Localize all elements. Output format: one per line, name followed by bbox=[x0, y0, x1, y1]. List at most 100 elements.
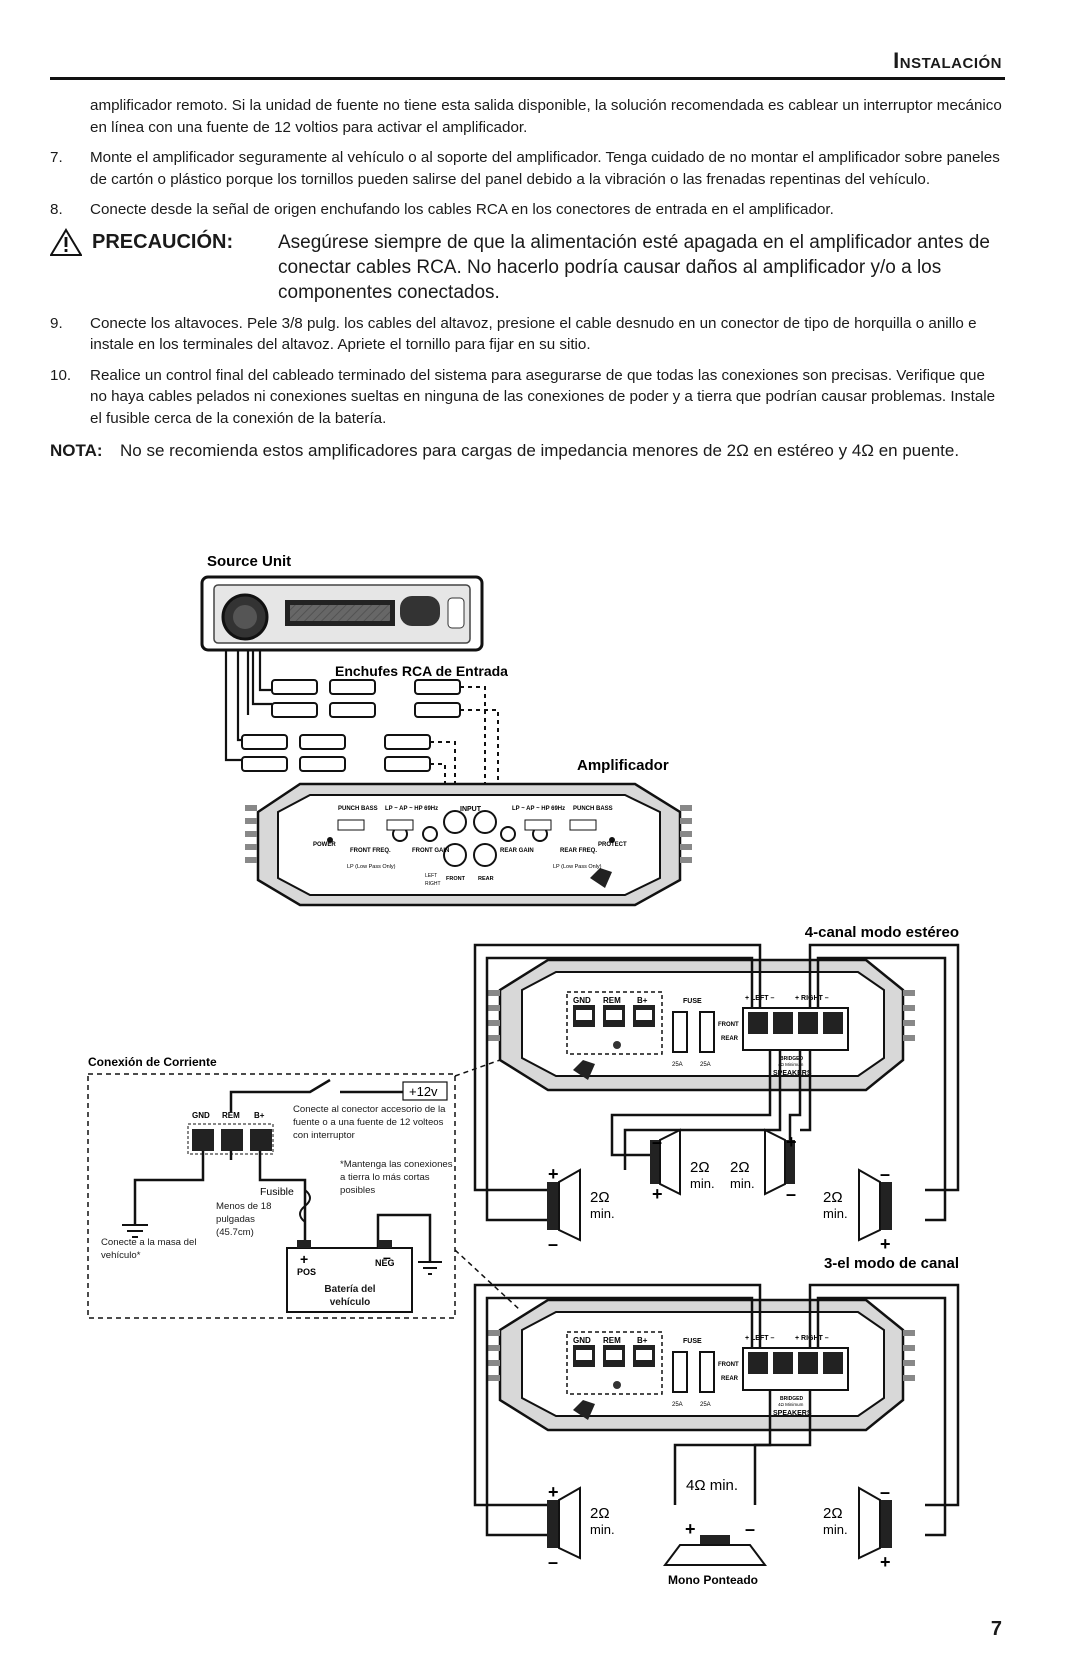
ground-symbol-2 bbox=[418, 1261, 442, 1275]
step-number: 8. bbox=[50, 201, 63, 218]
fuse-rating-1: 25A bbox=[672, 1062, 683, 1068]
header-rule bbox=[50, 77, 1005, 80]
ohm-4: 2Ω bbox=[823, 1189, 843, 1206]
keep-short-fo: *Mantenga las conexiones a tierra lo más… bbox=[340, 1159, 453, 1196]
amp-right: RIGHT bbox=[425, 881, 441, 887]
less-than-text: Menos de 18 pulgadas (45.7cm) bbox=[216, 1201, 272, 1238]
mono-bridged-label: Mono Ponteado bbox=[668, 1573, 758, 1587]
three-title: 3-el modo de canal bbox=[824, 1255, 959, 1272]
speaker-three-1 bbox=[547, 1486, 581, 1560]
less-than-fo: Menos de 18 pulgadas (45.7cm) bbox=[216, 1201, 272, 1238]
power-wires bbox=[133, 1078, 432, 1262]
min-1: min. bbox=[590, 1206, 615, 1221]
pw-bplus: B+ bbox=[254, 1111, 265, 1120]
amp-label: Amplificador bbox=[577, 757, 669, 774]
stereo-impedance-labels: 2Ω min. 2Ω min. 2Ω min. 2Ω min. bbox=[590, 1159, 848, 1221]
bridged-label: BRIDGED bbox=[780, 1056, 803, 1062]
pw-gnd: GND bbox=[192, 1111, 210, 1120]
stereo-title: 4-canal modo estéreo bbox=[805, 924, 959, 941]
amp-input: INPUT bbox=[460, 806, 482, 813]
amplifier-stereo: GND REM B+ FUSE + LEFT – + RIGHT – FRONT… bbox=[488, 958, 915, 1092]
svg-text:–: – bbox=[548, 1234, 558, 1254]
battery-label: Batería del vehículo bbox=[324, 1284, 376, 1308]
amp-protect: PROTECT bbox=[598, 842, 627, 848]
svg-text:–: – bbox=[880, 1164, 890, 1184]
ohm-2: 2Ω bbox=[690, 1159, 710, 1176]
note-block: NOTA: No se recomienda estos amplificado… bbox=[50, 438, 1005, 464]
terminal-rem: REM bbox=[603, 996, 621, 1005]
svg-text:+: + bbox=[880, 1234, 891, 1254]
speaker-three-3 bbox=[858, 1486, 892, 1560]
step-7: 7. Monte el amplificador seguramente al … bbox=[50, 147, 1005, 190]
amp-punch-right: PUNCH BASS bbox=[573, 806, 613, 812]
t3-fuse: FUSE bbox=[683, 1338, 702, 1345]
warning-icon bbox=[50, 227, 82, 256]
amp-lp-left: LP ~ AP ~ HP 69Hz bbox=[385, 806, 438, 812]
ground-symbol-1 bbox=[122, 1224, 148, 1238]
amp-punch-left: PUNCH BASS bbox=[338, 806, 378, 812]
t3-bridged-min: 4Ω Minimum bbox=[778, 1402, 804, 1407]
ohm-1: 2Ω bbox=[590, 1189, 610, 1206]
power-leader-1 bbox=[454, 1059, 501, 1077]
svg-text:+: + bbox=[685, 1519, 696, 1539]
terminal-gnd: GND bbox=[573, 996, 591, 1005]
rca-label: Enchufes RCA de Entrada bbox=[335, 663, 508, 679]
ground-chassis-text: Conecte a la masa del vehículo* bbox=[101, 1237, 197, 1261]
connect-accessory-fo: Conecte al conector accesorio de la fuen… bbox=[293, 1104, 446, 1141]
amp-lp-only-right: LP (Low Pass Only) bbox=[553, 864, 602, 870]
battery-fo: Batería del vehículo bbox=[324, 1284, 376, 1308]
caution-label: PRECAUCIÓN: bbox=[92, 230, 234, 253]
t3-right: + RIGHT – bbox=[795, 1335, 829, 1342]
amp-left: LEFT bbox=[425, 873, 437, 879]
t3-bridged: BRIDGED bbox=[780, 1396, 803, 1402]
step-number: 9. bbox=[50, 314, 63, 332]
source-unit-radio bbox=[200, 575, 484, 652]
rear-label: REAR bbox=[721, 1036, 739, 1042]
min-3: min. bbox=[730, 1176, 755, 1191]
three-polarity-marks: +– +– –+ bbox=[548, 1482, 891, 1572]
amp-rear-freq: REAR FREQ. bbox=[560, 848, 597, 854]
t-ohm-1: 2Ω bbox=[590, 1505, 610, 1522]
t3-fuse-rating-2: 25A bbox=[700, 1402, 711, 1408]
step-10: 10. Realice un control final del cablead… bbox=[50, 365, 1005, 430]
svg-text:–: – bbox=[745, 1519, 755, 1539]
t3-bplus: B+ bbox=[637, 1336, 648, 1345]
t3-gnd: GND bbox=[573, 1336, 591, 1345]
t3-rear: REAR bbox=[721, 1376, 739, 1382]
t3-front: FRONT bbox=[718, 1362, 739, 1368]
caution-text: Asegúrese siempre de que la alimentación… bbox=[278, 231, 990, 303]
t3-speakers: SPEAKERS bbox=[773, 1410, 812, 1417]
power-title: Conexión de Corriente bbox=[88, 1055, 217, 1069]
amp-front-freq: FRONT FREQ. bbox=[350, 848, 391, 854]
note-text: No se recomienda estos amplificadores pa… bbox=[120, 441, 960, 460]
right-terminal-label: + RIGHT – bbox=[795, 995, 829, 1002]
step-number: 7. bbox=[50, 149, 63, 166]
speakers-label: SPEAKERS bbox=[773, 1070, 812, 1077]
amp-rear: REAR bbox=[478, 876, 494, 882]
pw-rem: REM bbox=[222, 1111, 240, 1120]
min-2: min. bbox=[690, 1176, 715, 1191]
t3-fuse-rating-1: 25A bbox=[672, 1402, 683, 1408]
continued-paragraph: amplificador remoto. Si la unidad de fue… bbox=[90, 97, 1002, 136]
front-label: FRONT bbox=[718, 1022, 739, 1028]
fusible-label: Fusible bbox=[260, 1186, 294, 1198]
neg-label: NEG bbox=[375, 1258, 395, 1268]
svg-text:+: + bbox=[880, 1552, 891, 1572]
note-label: NOTA: bbox=[50, 441, 103, 460]
amp-front: FRONT bbox=[446, 876, 466, 882]
amp-lp-only-left: LP (Low Pass Only) bbox=[347, 864, 396, 870]
speaker-stereo-1 bbox=[547, 1168, 581, 1242]
svg-text:–: – bbox=[786, 1184, 796, 1204]
amplifier-three: GND REM B+ FUSE + LEFT – + RIGHT – FRONT… bbox=[488, 1298, 915, 1432]
page-number: 7 bbox=[990, 1618, 1002, 1640]
step-9: 9. Conecte los altavoces. Pele 3/8 pulg.… bbox=[50, 313, 1005, 356]
speaker-three-sub bbox=[663, 1535, 767, 1566]
svg-text:–: – bbox=[548, 1552, 558, 1572]
fuse-symbol bbox=[299, 1189, 311, 1223]
t-min-3: min. bbox=[823, 1522, 848, 1537]
step-text: Monte el amplificador seguramente al veh… bbox=[90, 149, 1000, 188]
amplifier-top: PUNCH BASS LP ~ AP ~ HP 69Hz INPUT PUNCH… bbox=[245, 782, 692, 907]
amp-front-gain: FRONT GAIN bbox=[412, 848, 449, 854]
t-ohm-mono: 4Ω min. bbox=[686, 1477, 738, 1494]
step-8: 8. Conecte desde la señal de origen ench… bbox=[50, 199, 1005, 221]
